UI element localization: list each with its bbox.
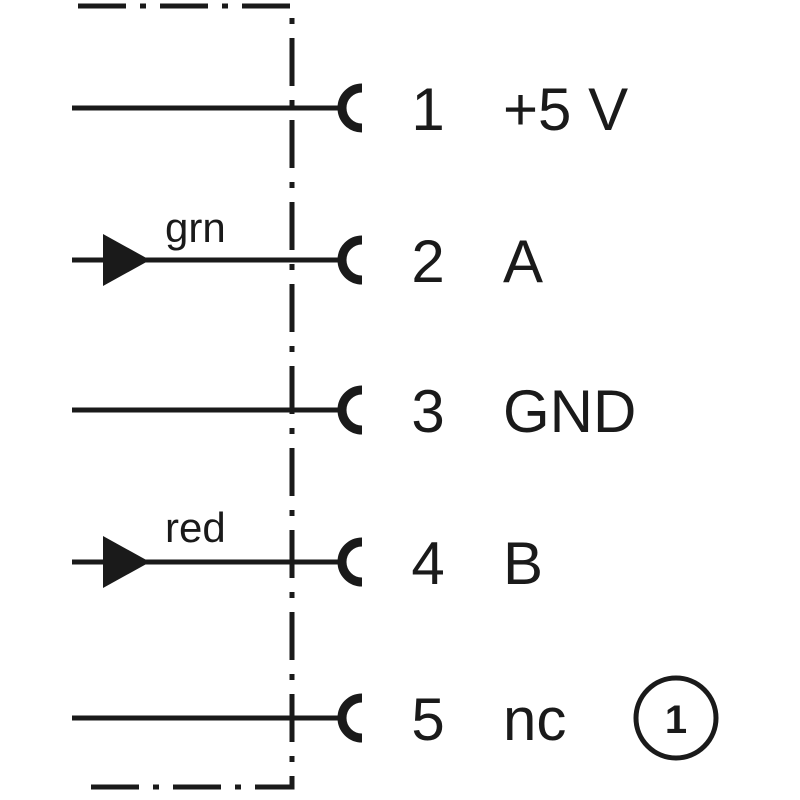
pin-signal: B <box>503 530 543 597</box>
socket-contact-icon <box>337 385 363 435</box>
footnote-number: 1 <box>665 698 687 742</box>
pin-number: 5 <box>411 686 444 753</box>
pin-number: 3 <box>411 378 444 445</box>
socket-contact-icon <box>337 83 363 133</box>
pin-signal: A <box>503 228 543 295</box>
pin-row-3: 3 GND <box>72 378 636 445</box>
wire-color-label: red <box>165 504 226 551</box>
pin-row-2: grn 2 A <box>72 204 543 295</box>
pin-signal: +5 V <box>503 76 628 143</box>
pin-number: 1 <box>411 76 444 143</box>
socket-contact-icon <box>337 537 363 587</box>
pin-signal: GND <box>503 378 636 445</box>
footnote-circle <box>633 675 719 761</box>
connector-housing <box>78 3 295 790</box>
pin-number: 4 <box>411 530 444 597</box>
socket-contact-icon <box>337 235 363 285</box>
footnote-marker: 1 <box>633 675 719 761</box>
pin-row-5: 5 nc 1 <box>72 675 719 761</box>
pin-row-1: 1 +5 V <box>72 76 628 143</box>
pin-signal: nc <box>503 686 566 753</box>
pin-number: 2 <box>411 228 444 295</box>
pin-row-4: red 4 B <box>72 504 543 597</box>
arrow-icon <box>103 234 150 286</box>
socket-contact-icon <box>337 693 363 743</box>
arrow-icon <box>103 536 150 588</box>
housing-outline <box>78 3 295 790</box>
wire-color-label: grn <box>165 204 226 251</box>
